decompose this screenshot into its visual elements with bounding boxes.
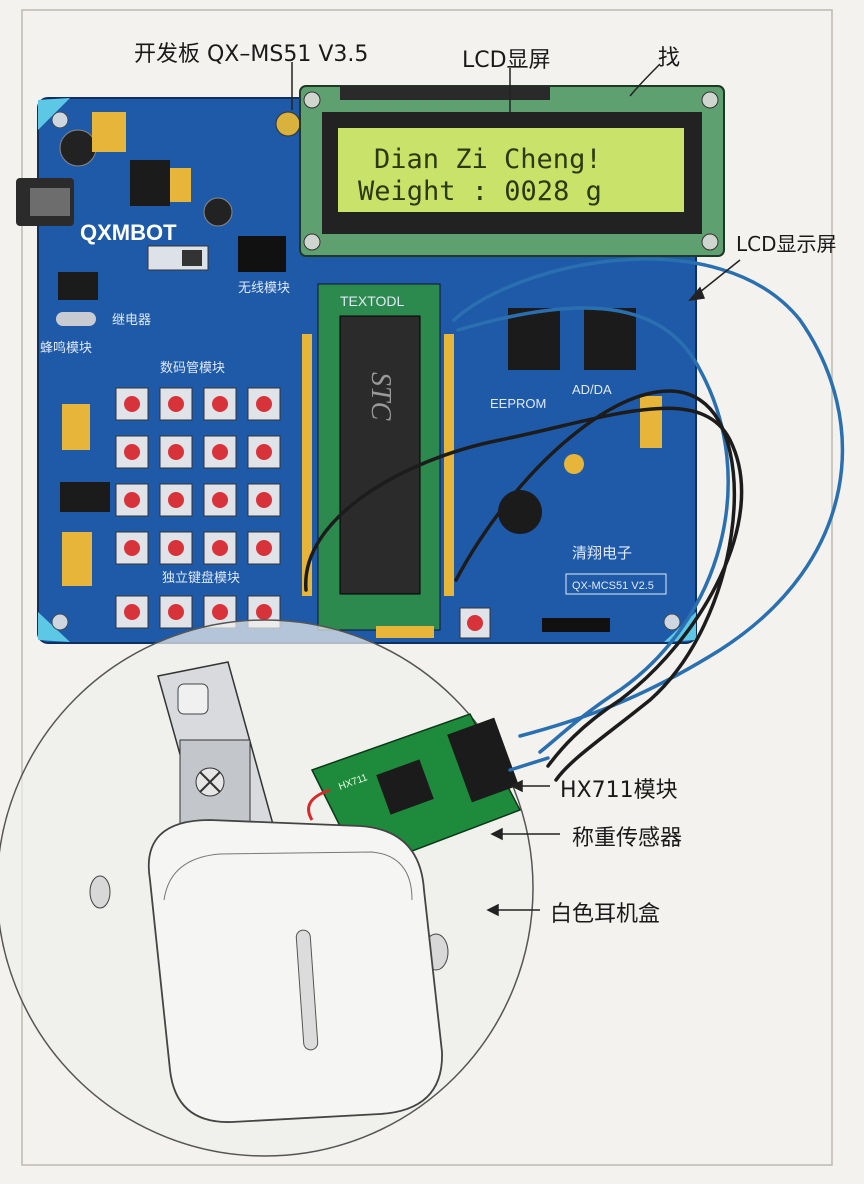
silk-model: QX-MCS51 V2.5 <box>572 580 654 592</box>
keypad-key <box>247 435 281 469</box>
pin-header <box>238 236 286 272</box>
silk-indep: 独立键盘模块 <box>162 570 240 585</box>
potentiometer <box>275 111 301 137</box>
silk-adc: AD/DA <box>572 382 612 397</box>
label-hx711: HX711模块 <box>560 778 678 803</box>
label-case: 白色耳机盒 <box>550 902 661 927</box>
keypad-key <box>203 531 237 565</box>
silk-maker: 清翔电子 <box>572 545 632 562</box>
lcd-line-1: Dian Zi Cheng! <box>374 144 602 175</box>
silk-relay: 继电器 <box>112 312 151 327</box>
keypad-key <box>115 595 149 629</box>
ic-chip <box>60 482 110 512</box>
board-brand: QXMBOT <box>80 220 177 245</box>
buzzer <box>498 490 542 534</box>
pin-header <box>62 532 92 586</box>
paper-frame <box>21 9 833 1166</box>
ic-chip <box>130 160 170 206</box>
keypad-key <box>247 483 281 517</box>
lcd-header-pins <box>340 86 550 100</box>
label-lcd-right: LCD显示屏 <box>736 232 837 256</box>
lcd-line-2: Weight : 0028 g <box>358 176 602 207</box>
label-lcd-top: LCD显屏 <box>462 48 551 73</box>
silk-wireless: 无线模块 <box>238 280 290 295</box>
keypad-key <box>159 435 193 469</box>
keypad-key <box>159 595 193 629</box>
ic-chip <box>584 308 636 370</box>
earbud-case <box>147 819 443 1123</box>
keypad-key <box>203 483 237 517</box>
keypad-key <box>247 387 281 421</box>
keypad-key <box>115 483 149 517</box>
label-top-right: 找 <box>658 46 681 71</box>
key-matrix <box>115 387 281 565</box>
keypad-key <box>159 531 193 565</box>
silk-eeprom: EEPROM <box>490 396 546 411</box>
silk-socket: TEXTODL <box>340 293 405 309</box>
ic-chip <box>58 272 98 300</box>
ic-chip <box>508 308 560 370</box>
foot-screw <box>89 875 111 909</box>
keypad-key <box>203 387 237 421</box>
lcd-module: Dian Zi Cheng! Weight : 0028 g <box>299 85 725 257</box>
crystal <box>56 312 96 326</box>
silk-left: 蜂鸣模块 <box>40 340 92 355</box>
mcu-label: STC <box>365 372 396 421</box>
wires <box>304 257 845 782</box>
mcu-chip <box>339 315 421 595</box>
capacitor <box>59 129 97 167</box>
keypad-key <box>115 531 149 565</box>
pin-header <box>640 396 662 448</box>
keypad-key <box>115 435 149 469</box>
keypad-key <box>159 483 193 517</box>
pin-header <box>92 112 126 152</box>
silk-buzzer: 数码管模块 <box>160 360 225 375</box>
annotation-arrows <box>291 62 741 917</box>
label-sensor: 称重传感器 <box>572 826 683 851</box>
keypad-key <box>247 531 281 565</box>
capacitor <box>203 197 233 227</box>
label-board: 开发板 QX–MS51 V3.5 <box>134 42 369 67</box>
trimmer <box>564 454 584 474</box>
keypad-key <box>159 387 193 421</box>
pin-header <box>62 404 90 450</box>
keypad-key <box>115 387 149 421</box>
lcd-screen <box>338 128 684 212</box>
keypad-key <box>203 435 237 469</box>
